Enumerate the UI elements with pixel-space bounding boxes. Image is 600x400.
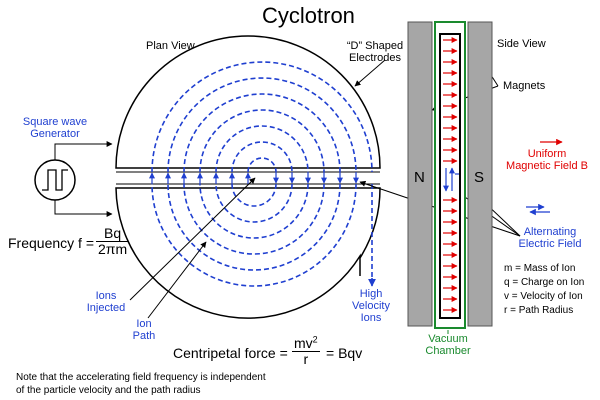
- centripetal-formula-suffix: = Bqv: [326, 345, 363, 361]
- ion-path-label: Ion Path: [132, 318, 156, 343]
- frequency-formula-prefix: Frequency f =: [8, 235, 94, 251]
- square-wave-icon: [42, 169, 68, 191]
- square-wave-generator: [34, 159, 76, 201]
- frequency-formula-fraction: Bq 2πm: [96, 225, 130, 257]
- ions-injected-label: Ions Injected: [86, 290, 126, 315]
- magnetic-field-arrows: [443, 37, 458, 313]
- upper-d-electrode: [115, 35, 381, 169]
- electric-field-arrows-side: [443, 167, 459, 192]
- ion-path-spiral: [151, 61, 373, 287]
- magnets-label: Magnets: [503, 80, 546, 92]
- centripetal-formula-prefix: Centripetal force =: [173, 345, 288, 361]
- square-wave-label: Square wave Generator: [22, 116, 88, 141]
- north-pole-label: N: [414, 169, 425, 186]
- d-electrodes-label: “D” Shaped Electrodes: [346, 40, 404, 65]
- alternating-field-label: Alternating Electric Field: [518, 226, 582, 251]
- gap-arrows: [149, 172, 359, 184]
- centripetal-formula-fraction: mv2 r: [292, 334, 320, 367]
- north-magnet: [407, 21, 433, 327]
- high-velocity-label: High Velocity Ions: [352, 288, 390, 325]
- uniform-field-label: Uniform Magnetic Field B: [506, 148, 588, 173]
- page-title: Cyclotron: [262, 3, 355, 28]
- south-magnet: [467, 21, 493, 327]
- south-pole-label: S: [474, 169, 485, 186]
- lower-d-electrode: [115, 187, 381, 319]
- legend: m = Mass of Ion q = Charge on Ion v = Ve…: [504, 263, 585, 316]
- vacuum-chamber-label: Vacuum Chamber: [425, 333, 471, 358]
- side-view-label: Side View: [497, 38, 546, 50]
- note-text: Note that the accelerating field frequen…: [16, 372, 266, 396]
- plan-view-label: Plan View: [146, 40, 195, 52]
